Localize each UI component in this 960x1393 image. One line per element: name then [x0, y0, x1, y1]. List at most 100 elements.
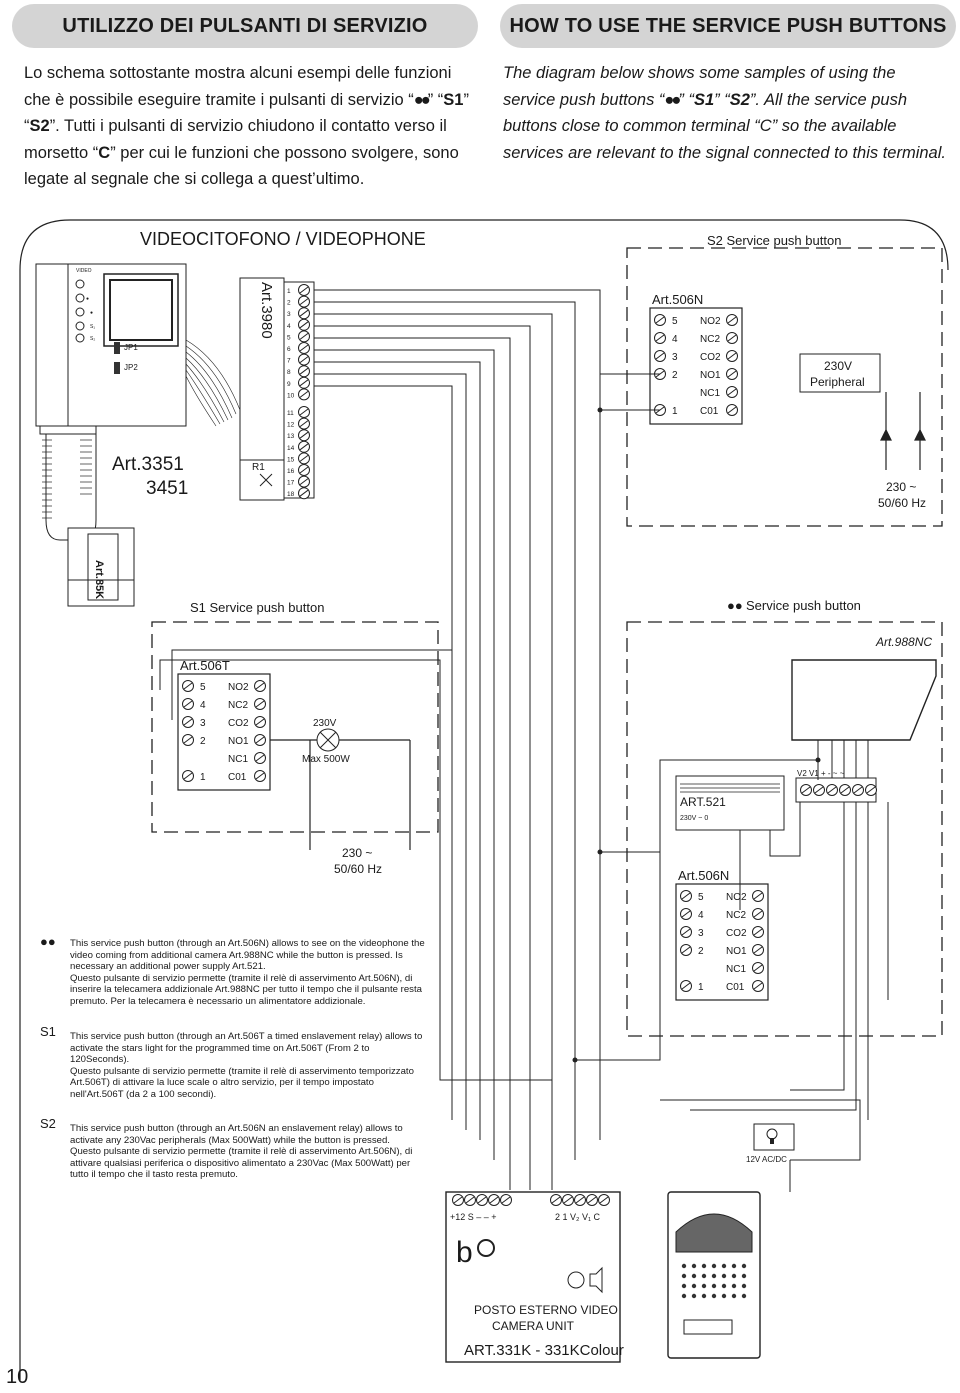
relay-number: 3: [200, 718, 206, 729]
relay-number: 1: [200, 772, 206, 783]
screw-terminal: [726, 314, 738, 326]
relay-number: 4: [672, 334, 678, 345]
video-label: VIDEO: [76, 268, 92, 274]
screw-terminal: [298, 440, 310, 453]
screw-terminal: [298, 464, 310, 476]
intro-italian: Lo schema sottostante mostra alcuni esem…: [24, 60, 476, 193]
screw-terminal: [298, 284, 310, 296]
screw-terminal: [726, 350, 738, 362]
grille-hole: [701, 1263, 707, 1269]
relay-terminal-label: NC2: [726, 910, 746, 921]
note-line: 120Seconds).: [70, 1054, 130, 1066]
screw-terminal: [562, 1194, 574, 1206]
peripheral-l1: 230V: [824, 359, 852, 373]
note-line: tutto il tempo che il tasto resta premut…: [70, 1169, 238, 1181]
relay-terminal-label: NO1: [228, 736, 249, 747]
note-line: activate the stars light for the program…: [70, 1042, 370, 1054]
intro-en-line: buttons close to common terminal “C” so …: [503, 117, 897, 135]
screw-terminal: [752, 890, 764, 902]
screw-terminal: [654, 350, 666, 362]
grille-hole: [701, 1283, 707, 1289]
screw-terminal: [182, 716, 194, 728]
screw-terminal: [680, 890, 692, 902]
terminal-number: 8: [287, 369, 291, 376]
relay-terminal-label: C01: [228, 772, 247, 783]
grille-hole: [701, 1293, 707, 1299]
relay-terminal-label: C01: [700, 406, 719, 417]
note-s2-key: S2: [40, 1116, 56, 1131]
screw-terminal: [654, 314, 666, 326]
relay-terminal-label: NC2: [700, 334, 720, 345]
screw-terminal: [298, 376, 310, 389]
relay-terminal-label: NO2: [228, 682, 249, 693]
screw-terminal: [488, 1194, 500, 1206]
terminal-number: 16: [287, 468, 295, 475]
screw-terminal: [298, 406, 310, 418]
relay-label: Art.506N: [678, 868, 729, 883]
screw-terminal: [752, 980, 764, 992]
screw-terminal: [298, 342, 310, 354]
relay-terminal-label: CO2: [726, 928, 747, 939]
grille-hole: [711, 1273, 717, 1279]
outdoor-panel: +12 S – – + 2 1 V₂ V₁ C b POSTO ESTERNO …: [445, 1191, 624, 1363]
grille-hole: [731, 1273, 737, 1279]
screw-terminal: [298, 429, 310, 442]
screw-terminal: [182, 770, 194, 782]
screw-terminal: [464, 1194, 476, 1206]
screw-terminal: [254, 752, 266, 764]
relay-number: 5: [672, 316, 678, 327]
terminal-number: 5: [287, 334, 291, 341]
note-line: This service push button (through an Art…: [70, 938, 425, 949]
art3980-label: Art.3980: [258, 282, 275, 339]
screw-terminal: [726, 332, 738, 344]
relay-terminal-label: CO2: [700, 352, 721, 363]
grille-hole: [741, 1293, 747, 1299]
page-number: 10: [6, 1366, 29, 1388]
videophone-title: VIDEOCITOFONO / VIDEOPHONE: [140, 229, 426, 249]
camera-988nc: [791, 659, 937, 741]
r1-label: R1: [252, 462, 265, 473]
intro-en-line: service push buttons “●●” “S1” “S2”. All…: [503, 90, 908, 109]
dots-box-title: Service push button: [746, 598, 861, 613]
panel-logo: b: [456, 1236, 473, 1269]
screw-terminal: [813, 784, 825, 796]
screw-terminal: [298, 417, 310, 430]
videophone-screen: [103, 273, 179, 347]
svg-text:●: ●: [90, 310, 93, 316]
note-line: Questo pulsante di servizio permette (tr…: [70, 972, 413, 984]
note-s1-key: S1: [40, 1024, 56, 1039]
note-line: activate any 230Vac peripherals (Max 500…: [70, 1134, 390, 1146]
grille-hole: [741, 1273, 747, 1279]
screw-terminal: [680, 908, 692, 920]
grille-hole: [721, 1283, 727, 1289]
panel-l2: CAMERA UNIT: [492, 1319, 575, 1333]
lamp-symbol: [316, 728, 340, 752]
screw-terminal: [254, 680, 266, 692]
relay-number: 1: [672, 406, 678, 417]
art521-sub: 230V ~ 0: [680, 815, 708, 822]
relay-number: 4: [200, 700, 206, 711]
grille-hole: [721, 1273, 727, 1279]
screw-terminal: [726, 368, 738, 380]
screw-terminal: [550, 1194, 562, 1206]
art988nc-label: Art.988NC: [875, 635, 932, 649]
relay-terminal-label: NC1: [700, 388, 720, 399]
note-line: attivare qualsiasi periferica o disposit…: [70, 1157, 411, 1169]
grille-hole: [681, 1263, 687, 1269]
screw-terminal: [852, 784, 864, 796]
relay-terminal-label: NC1: [726, 964, 746, 975]
screw-terminal: [680, 926, 692, 938]
screw-terminal: [752, 926, 764, 938]
jp1-label: JP1: [124, 343, 138, 352]
relay-number: 2: [672, 370, 678, 381]
terminal-number: 18: [287, 491, 295, 498]
screw-terminal: [752, 962, 764, 974]
grille-hole: [711, 1263, 717, 1269]
relay-terminal-label: NC2: [228, 700, 248, 711]
mains-s1-l2: 50/60 Hz: [334, 862, 382, 876]
wires: [159, 289, 889, 1192]
intro-english: The diagram below shows some samples of …: [503, 60, 955, 166]
grille-hole: [731, 1283, 737, 1289]
intro-en-line: services are relevant to the signal conn…: [503, 143, 946, 162]
